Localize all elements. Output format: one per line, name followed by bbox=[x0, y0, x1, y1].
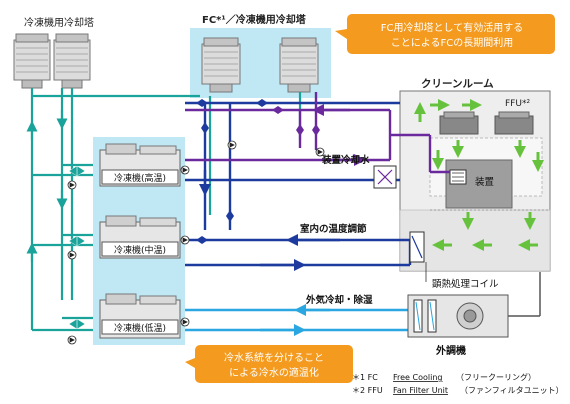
condenser-water-loop bbox=[26, 88, 302, 332]
footnote-fc-mark: ＊1 FC bbox=[352, 373, 378, 382]
pump-icon bbox=[67, 140, 325, 345]
sensible-coil-label: 顕熱処理コイル bbox=[432, 278, 499, 290]
fc-tower-label: FC*¹／冷凍機用冷却塔 bbox=[202, 13, 307, 26]
oa-cooling-label: 外気冷却・除湿 bbox=[305, 294, 373, 306]
chiller-mid-temp: 冷凍機(中温) bbox=[99, 215, 181, 259]
ahu-label: 外調機 bbox=[435, 344, 466, 357]
footnote-fc-term: Free Cooling bbox=[393, 373, 443, 382]
equipment-cooling-water bbox=[185, 92, 450, 174]
split-callout-line1: 冷水系統を分けること bbox=[224, 351, 324, 364]
chilled-water-navy bbox=[185, 101, 412, 271]
ffu-unit bbox=[494, 111, 534, 135]
fc-cooling-tower bbox=[201, 37, 319, 93]
footnote-ffu-term: Fan Filter Unit bbox=[393, 386, 448, 395]
ahu-unit bbox=[407, 272, 541, 338]
split-callout-line2: による冷水の適温化 bbox=[229, 366, 319, 379]
chiller-cooling-tower bbox=[13, 33, 91, 89]
equipment-coil-icon bbox=[449, 169, 467, 185]
chiller-tower-label: 冷凍機用冷却塔 bbox=[24, 16, 94, 29]
valve-icon bbox=[196, 99, 268, 244]
split-callout: 冷水系統を分けること による冷水の適温化 bbox=[185, 345, 353, 383]
indoor-temp-label: 室内の温度調節 bbox=[300, 223, 367, 235]
chiller-low-temp: 冷凍機(低温) bbox=[99, 293, 181, 339]
footnote-ffu-mark: ＊2 FFU bbox=[352, 386, 383, 395]
ffu-label: FFU*² bbox=[505, 99, 530, 109]
fc-callout-line1: FC用冷却塔として有効活用する bbox=[381, 21, 523, 34]
footnote-fc-kana: （フリークーリング） bbox=[456, 372, 536, 382]
fc-callout: FC用冷却塔として有効活用する ことによるFCの長期間利用 bbox=[335, 14, 555, 54]
low-temp-chilled-water bbox=[185, 304, 408, 336]
chiller-mid-label: 冷凍機(中温) bbox=[114, 244, 166, 256]
chiller-low-label: 冷凍機(低温) bbox=[114, 322, 166, 334]
sensible-coil-icon bbox=[409, 231, 425, 263]
equipment-label: 装置 bbox=[475, 176, 494, 188]
heat-exchanger-icon bbox=[373, 165, 397, 189]
valve-icon bbox=[68, 165, 86, 330]
clean-room-title: クリーンルーム bbox=[421, 78, 494, 90]
airflow-arrows bbox=[414, 99, 544, 251]
valve-icon bbox=[272, 106, 320, 136]
equipment-cooling-label: 装置冷却水 bbox=[321, 154, 370, 166]
fc-callout-line2: ことによるFCの長期間利用 bbox=[391, 37, 513, 49]
chiller-high-label: 冷凍機(高温) bbox=[114, 172, 166, 184]
chiller-high-temp: 冷凍機(高温) bbox=[99, 143, 181, 187]
footnote-ffu-kana: （ファンフィルタユニット） bbox=[460, 386, 564, 395]
ffu-unit bbox=[439, 111, 479, 135]
footnotes: ＊1 FC Free Cooling （フリークーリング） ＊2 FFU Fan… bbox=[352, 372, 564, 395]
